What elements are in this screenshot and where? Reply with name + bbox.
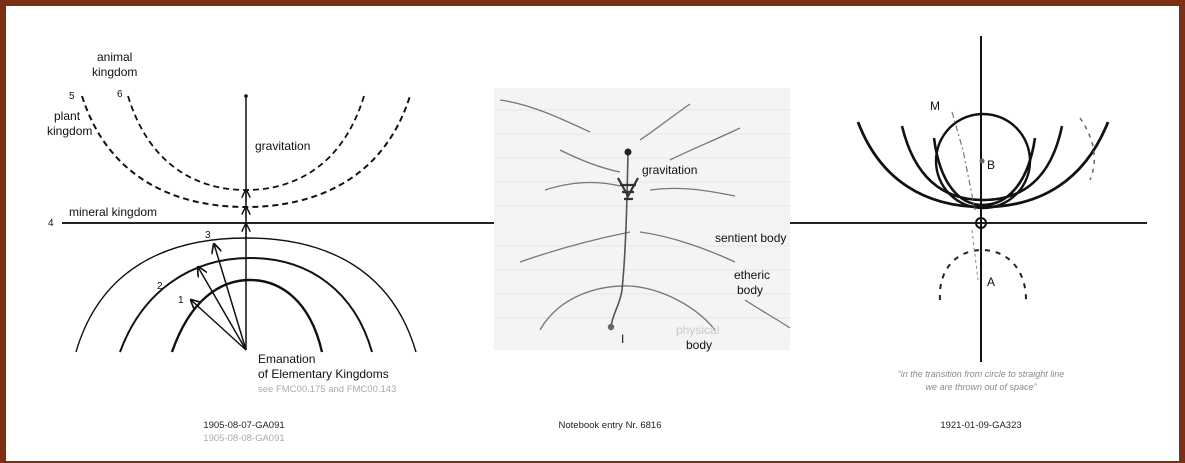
elementary-arc-middle: [119, 256, 373, 353]
caption-middle: Notebook entry Nr. 6816: [559, 420, 662, 431]
right-diagram: M B A “in the transition from circle to …: [856, 36, 1110, 392]
elementary-arc-inner: [170, 278, 324, 353]
middle-sketch: gravitation sentient body etheric body p…: [494, 88, 791, 352]
sketch-top-node: [624, 148, 632, 156]
gravitation-top-dot: [244, 94, 248, 98]
emanation-label-2: of Elementary Kingdoms: [258, 367, 389, 381]
animal-kingdom-label-1: animal: [97, 50, 132, 64]
emanation-arrow-3: [214, 244, 247, 351]
caption-left-sub: 1905-08-08-GA091: [203, 433, 284, 444]
etheric-body-label-1: etheric: [734, 268, 770, 282]
right-lower-dashed-circle: [938, 248, 1027, 301]
mineral-kingdom-label: mineral kingdom: [69, 205, 157, 219]
physical-body-label-1: physical: [676, 323, 719, 337]
physical-body-label-2: body: [686, 338, 712, 352]
plant-kingdom-label-1: plant: [54, 109, 81, 123]
right-bowl-1: [932, 137, 1037, 207]
point-b-label: B: [987, 158, 995, 172]
notebook-paper: [494, 88, 790, 350]
quote-line-2: we are thrown out of space”: [925, 382, 1037, 392]
right-bowl-2: [900, 125, 1064, 202]
arc-number-3: 3: [205, 230, 211, 241]
right-diagonal-dashed: [951, 111, 976, 211]
caption-left: 1905-08-07-GA091: [203, 420, 284, 431]
elementary-arc-outer: [75, 237, 417, 353]
right-bowl-dashed: [1079, 117, 1096, 181]
right-b-dot: [979, 158, 985, 164]
animal-kingdom-label-2: kingdom: [92, 65, 137, 79]
see-reference-label: see FMC00.175 and FMC00.143: [258, 384, 396, 395]
emanation-arrow-2: [198, 267, 247, 351]
plant-kingdom-label-2: kingdom: [47, 124, 92, 138]
sketch-bottom-node: [607, 323, 615, 331]
i-mark-label: I: [621, 332, 624, 346]
notebook-rules: [494, 109, 790, 319]
right-bowl-3: [856, 121, 1110, 209]
etheric-body-label-2: body: [737, 283, 763, 297]
point-m-label: M: [930, 99, 940, 113]
right-lower-dashed-stub: [971, 229, 979, 281]
arc-number-1: 1: [178, 295, 184, 306]
sketch-cluster: [617, 177, 639, 201]
arc-number-6: 6: [117, 89, 123, 100]
arc-number-5: 5: [69, 91, 75, 102]
gravitation-label-middle: gravitation: [642, 163, 697, 177]
sketch-vertical-stem: [610, 151, 629, 328]
arc-number-4: 4: [48, 218, 54, 229]
emanation-label-1: Emanation: [258, 352, 315, 366]
point-a-label: A: [987, 275, 995, 289]
emanation-arrow-1: [191, 300, 247, 351]
right-center-ring: [975, 217, 987, 229]
gravitation-label-left: gravitation: [255, 139, 310, 153]
arc-number-2: 2: [157, 281, 163, 292]
sentient-body-label: sentient body: [715, 231, 786, 245]
left-diagram: animal kingdom 5 6 plant kingdom gravita…: [47, 50, 417, 395]
caption-right: 1921-01-09-GA323: [940, 420, 1021, 431]
sketch-strokes: [499, 99, 791, 331]
quote-line-1: “in the transition from circle to straig…: [898, 369, 1065, 379]
